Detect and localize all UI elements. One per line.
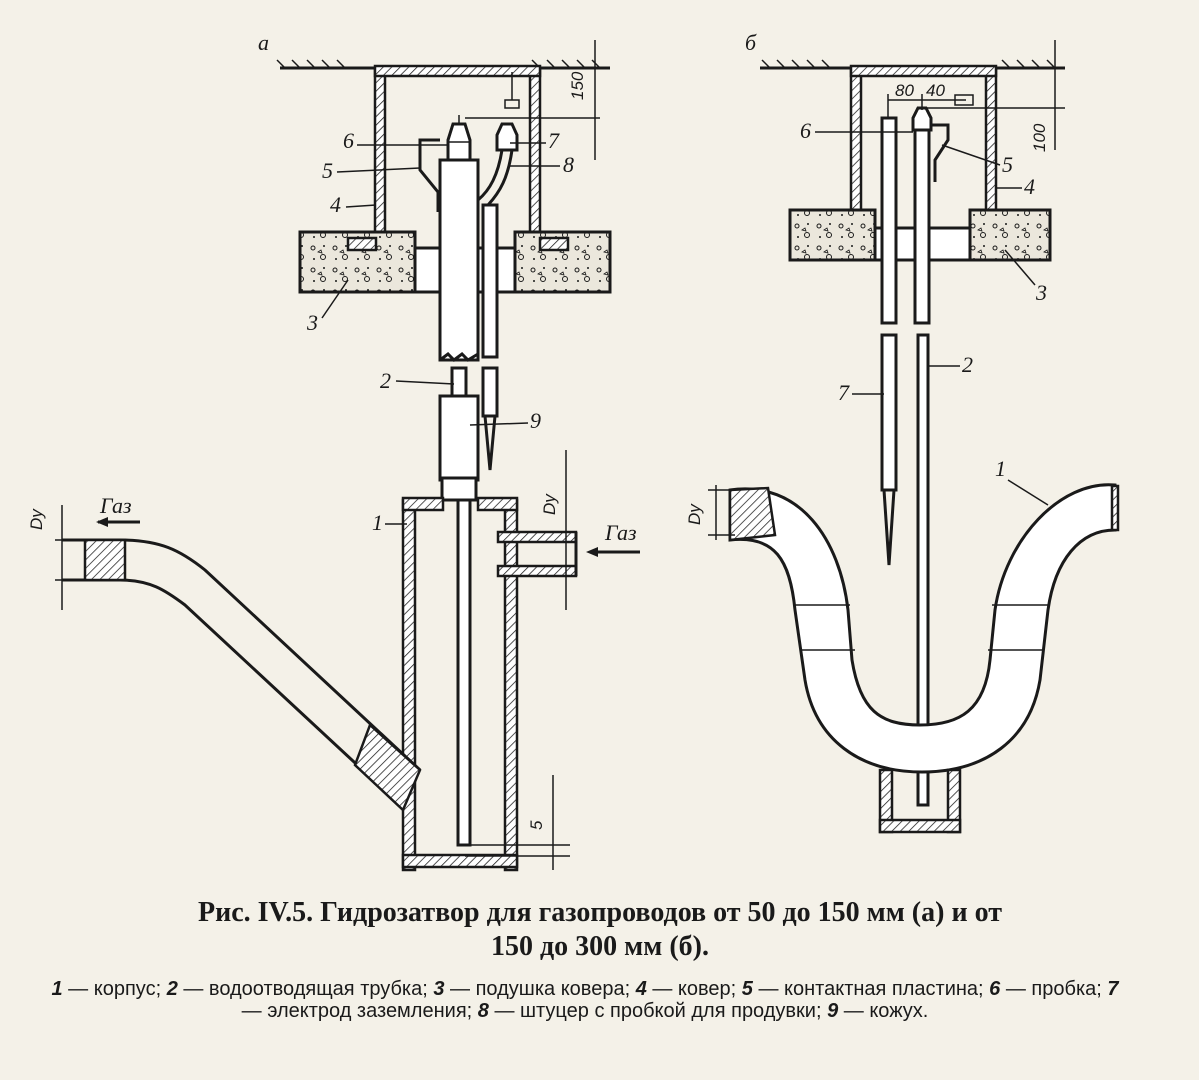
legend-item-number: 9 — [827, 1000, 839, 1022]
label-2-a: 2 — [380, 368, 391, 393]
dy-dimension-right-a: Dy — [540, 450, 567, 610]
dim-100-b: 100 — [920, 40, 1065, 152]
legend-item-number: 8 — [477, 1000, 489, 1022]
legend-item-text: — электрод заземления; — [241, 1000, 478, 1022]
legend-item-number: 1 — [51, 978, 63, 1000]
legend-item: 8 — штуцер с пробкой для продувки; — [478, 1000, 827, 1022]
legend-item: 2 — водоотводящая трубка; — [167, 978, 434, 1000]
legend-item-number: 2 — [166, 978, 178, 1000]
legend-item-text: — подушка ковера; — [444, 978, 636, 1000]
dy-dimension-left-a: Dy — [27, 505, 90, 610]
contact-plate-a — [418, 138, 440, 212]
variant-b: б — [685, 30, 1120, 834]
caption-line-1: Рис. IV.5. Гидрозатвор для газопроводов … — [198, 897, 1002, 928]
variant-a-label: а — [258, 30, 269, 55]
variant-a: а — [27, 30, 640, 872]
dim-40-label: 40 — [926, 81, 945, 100]
label-4-b: 4 — [1024, 174, 1035, 199]
legend-item-text: — пробка; — [1000, 978, 1108, 1000]
dy-label-left-a: Dy — [27, 508, 46, 530]
legend-item-text: — корпус; — [62, 978, 167, 1000]
legend-item: 6 — пробка; — [989, 978, 1107, 1000]
gas-arrow-left-a: Газ — [96, 493, 140, 527]
dy-dimension-b: Dy — [685, 485, 735, 540]
label-5-a: 5 — [322, 158, 333, 183]
dim-5-label: 5 — [527, 820, 546, 830]
label-2-b: 2 — [962, 352, 973, 377]
variant-b-label: б — [745, 30, 757, 55]
dim-100-label: 100 — [1030, 123, 1049, 152]
dim-80-label: 80 — [895, 81, 914, 100]
electrode-b — [880, 116, 898, 566]
gas-arrow-right-a: Газ — [586, 520, 640, 557]
dim-80-40-b: 80 40 — [887, 81, 966, 118]
label-5-b: 5 — [1002, 152, 1013, 177]
label-8-a: 8 — [563, 152, 574, 177]
legend-item-text: — ковер; — [646, 978, 742, 1000]
label-6-a: 6 — [343, 128, 354, 153]
legend-item-text: — водоотводящая трубка; — [177, 978, 434, 1000]
casing-lower-a — [438, 366, 480, 502]
label-9-a: 9 — [530, 408, 541, 433]
caption-line-2: 150 до 300 мм (б). — [491, 931, 709, 962]
part-labels-a: 6 5 4 3 7 8 2 9 1 — [306, 128, 574, 535]
plug-a — [446, 115, 472, 162]
legend-item: 3 — подушка ковера; — [433, 978, 635, 1000]
label-1-a: 1 — [372, 510, 383, 535]
legend-item: 4 — ковер; — [636, 978, 742, 1000]
legend-item: 7 — электрод заземления; — [242, 978, 1119, 1022]
dim-5-a: 5 — [465, 775, 570, 870]
label-7-b: 7 — [838, 380, 850, 405]
legend-item-text: — контактная пластина; — [752, 978, 990, 1000]
legend-item-text: — кожух. — [838, 1000, 929, 1022]
dim-150-label: 150 — [568, 71, 587, 100]
hydraulic-seal-drawing: а — [27, 30, 1120, 872]
label-7-a: 7 — [548, 128, 560, 153]
label-1-b: 1 — [995, 456, 1006, 481]
label-3-b: 3 — [1035, 280, 1047, 305]
drain-pipe-b — [911, 106, 933, 807]
electrode-a — [481, 203, 499, 471]
gas-inlet-pipe-a — [496, 530, 578, 578]
contact-plate-b — [931, 123, 950, 182]
figure-legend: 1 — корпус; 2 — водоотводящая трубка; 3 … — [40, 978, 1130, 1022]
dy-label-right-a: Dy — [540, 493, 559, 515]
legend-item: 5 — контактная пластина; — [742, 978, 989, 1000]
gas-label-left-a: Газ — [99, 493, 132, 518]
u-trap-body-b — [728, 483, 1120, 834]
legend-item: 1 — корпус; — [52, 978, 167, 1000]
casing-upper-a — [438, 158, 480, 362]
legend-item-number: 7 — [1107, 978, 1119, 1000]
legend-item: 9 — кожух. — [827, 1000, 928, 1022]
dy-label-b: Dy — [685, 503, 704, 525]
legend-item-number: 3 — [433, 978, 445, 1000]
legend-item-number: 5 — [741, 978, 753, 1000]
dim-150-a: 150 — [465, 40, 600, 160]
part-labels-b: 6 5 4 3 7 2 1 — [800, 118, 1049, 506]
legend-item-number: 4 — [635, 978, 647, 1000]
inclined-pipe-a — [62, 538, 422, 813]
legend-item-number: 6 — [989, 978, 1001, 1000]
figure-caption: Рис. IV.5. Гидрозатвор для газопроводов … — [20, 896, 1180, 964]
kover-b — [849, 64, 998, 222]
blowdown-fitting-a — [477, 122, 519, 207]
label-3-a: 3 — [306, 310, 318, 335]
legend-item-text: — штуцер с пробкой для продувки; — [488, 1000, 828, 1022]
gas-label-right-a: Газ — [604, 520, 637, 545]
label-6-b: 6 — [800, 118, 811, 143]
label-4-a: 4 — [330, 192, 341, 217]
body-a — [401, 496, 519, 872]
